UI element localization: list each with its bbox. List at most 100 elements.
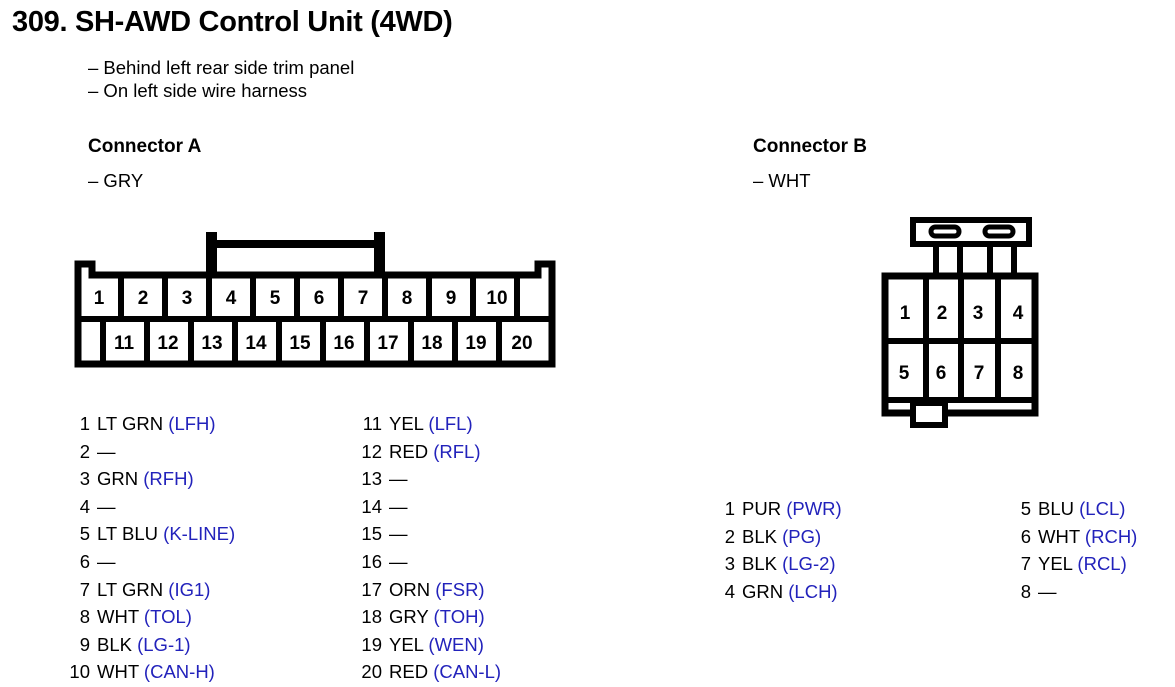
pin-wire-color: BLK (742, 525, 777, 547)
pin-empty-dash: — (97, 550, 116, 572)
pin-number: 8 (79, 606, 90, 628)
pin-number: 13 (361, 468, 382, 490)
pin-row: 2— (64, 438, 235, 466)
pin-signal-name: (PWR) (781, 498, 842, 519)
pin-wire-color: RED (389, 440, 429, 462)
pin-signal-name: (LCH) (783, 580, 838, 602)
pin-number: 1 (724, 498, 735, 519)
pin-empty-dash: — (389, 495, 408, 517)
connector-a-pin-label: 2 (138, 288, 149, 309)
pin-row: 7 LT GRN (IG1) (64, 576, 235, 604)
pin-empty-dash: — (97, 440, 116, 462)
pin-empty-dash: — (389, 468, 408, 490)
connector-a-pin-label: 3 (182, 288, 193, 309)
connector-b-pin-label: 6 (936, 363, 947, 384)
pin-signal-name: (FSR) (430, 578, 485, 600)
connector-b-wire-color: – WHT (753, 170, 811, 191)
connector-a-pin-label: 12 (157, 333, 178, 354)
connector-b-diagram: 1 2 3 4 5 6 7 8 (881, 217, 1039, 428)
connector-a-pin-label: 19 (465, 333, 486, 354)
connector-a-top-cell-dividers (118, 275, 520, 319)
connector-a-pin-label: 1 (94, 288, 105, 309)
connector-a-pin-label: 11 (114, 333, 135, 354)
connector-a-top-pin-labels: 1 2 3 4 5 6 7 8 9 10 (94, 288, 508, 309)
pin-signal-name: (CAN-H) (138, 661, 215, 683)
connector-a-pin-label: 18 (421, 333, 442, 354)
pin-row: 4— (64, 493, 235, 521)
pin-row: 7 YEL (RCL) (1018, 550, 1137, 578)
connector-a-pin-label: 15 (289, 333, 311, 354)
pin-signal-name: (RFL) (428, 440, 481, 462)
connector-b-pin-label: 3 (973, 303, 984, 324)
pin-row: 1 PUR (PWR) (722, 495, 842, 523)
pin-number: 8 (1020, 580, 1031, 602)
pin-signal-name: (TOH) (428, 606, 485, 628)
pin-wire-color: LT BLU (97, 523, 159, 545)
location-notes: – Behind left rear side trim panel – On … (88, 56, 354, 102)
pin-row: 12 RED (RFL) (356, 438, 501, 466)
pin-number: 6 (1020, 525, 1031, 547)
location-note-1: – Behind left rear side trim panel (88, 57, 355, 78)
pin-number: 19 (361, 633, 382, 655)
pin-number: 1 (79, 413, 90, 434)
pin-number: 12 (361, 440, 382, 462)
pin-wire-color: WHT (97, 606, 139, 628)
connector-a-pin-label: 8 (402, 288, 413, 309)
connector-a-pin-label: 16 (333, 333, 354, 354)
pin-number: 15 (361, 523, 382, 545)
pin-wire-color: GRN (97, 468, 139, 490)
page-title: 309. SH-AWD Control Unit (4WD) (12, 6, 453, 38)
pin-empty-dash: — (389, 523, 408, 545)
connector-b-pin-label: 1 (900, 303, 911, 324)
pin-signal-name: (LCL) (1074, 498, 1126, 519)
pin-wire-color: YEL (1038, 553, 1073, 575)
pin-number: 9 (79, 633, 90, 655)
pin-number: 7 (1020, 553, 1031, 575)
pin-signal-name: (LG-2) (776, 553, 836, 575)
connector-a-wire-color: – GRY (88, 170, 144, 191)
pin-wire-color: BLU (1038, 498, 1074, 519)
connector-a-pin-label: 14 (245, 333, 267, 354)
pin-row: 13 — (356, 465, 501, 493)
pin-wire-color: RED (389, 661, 429, 683)
connector-b-top-pin-labels: 1 2 3 4 (900, 303, 1024, 324)
pin-number: 4 (79, 495, 90, 517)
pin-wire-color: YEL (389, 413, 424, 434)
pin-signal-name: (RCL) (1072, 553, 1127, 575)
pin-row: 8— (1018, 578, 1137, 606)
pin-number: 5 (1020, 498, 1031, 519)
pin-signal-name: (PG) (776, 525, 822, 547)
connector-a-pin-label: 10 (486, 288, 507, 309)
pin-signal-name: (IG1) (163, 578, 211, 600)
pin-wire-color: LT GRN (97, 578, 164, 600)
pin-number: 14 (361, 495, 382, 517)
connector-b-bottom-tab (910, 400, 948, 428)
pin-number: 11 (362, 413, 382, 434)
connector-a-pin-label: 7 (358, 288, 369, 309)
pin-signal-name: (WEN) (423, 633, 484, 655)
pin-row: 16— (356, 548, 501, 576)
pin-row: 2 BLK (PG) (722, 523, 842, 551)
pin-wire-color: WHT (97, 661, 139, 683)
pin-wire-color: BLK (742, 553, 777, 575)
pin-number: 2 (724, 525, 735, 547)
pin-empty-dash: — (389, 550, 408, 572)
connector-b-pin-label: 5 (899, 363, 910, 384)
pin-wire-color: BLK (97, 633, 132, 655)
connector-b-pin-label: 4 (1013, 303, 1024, 324)
connector-a-latch-bracket (206, 232, 385, 276)
pin-wire-color: PUR (742, 498, 782, 519)
pin-number: 7 (79, 578, 90, 600)
connector-a-pin-label: 4 (226, 288, 237, 309)
pin-wire-color: WHT (1038, 525, 1080, 547)
connector-a-shell (74, 260, 556, 368)
